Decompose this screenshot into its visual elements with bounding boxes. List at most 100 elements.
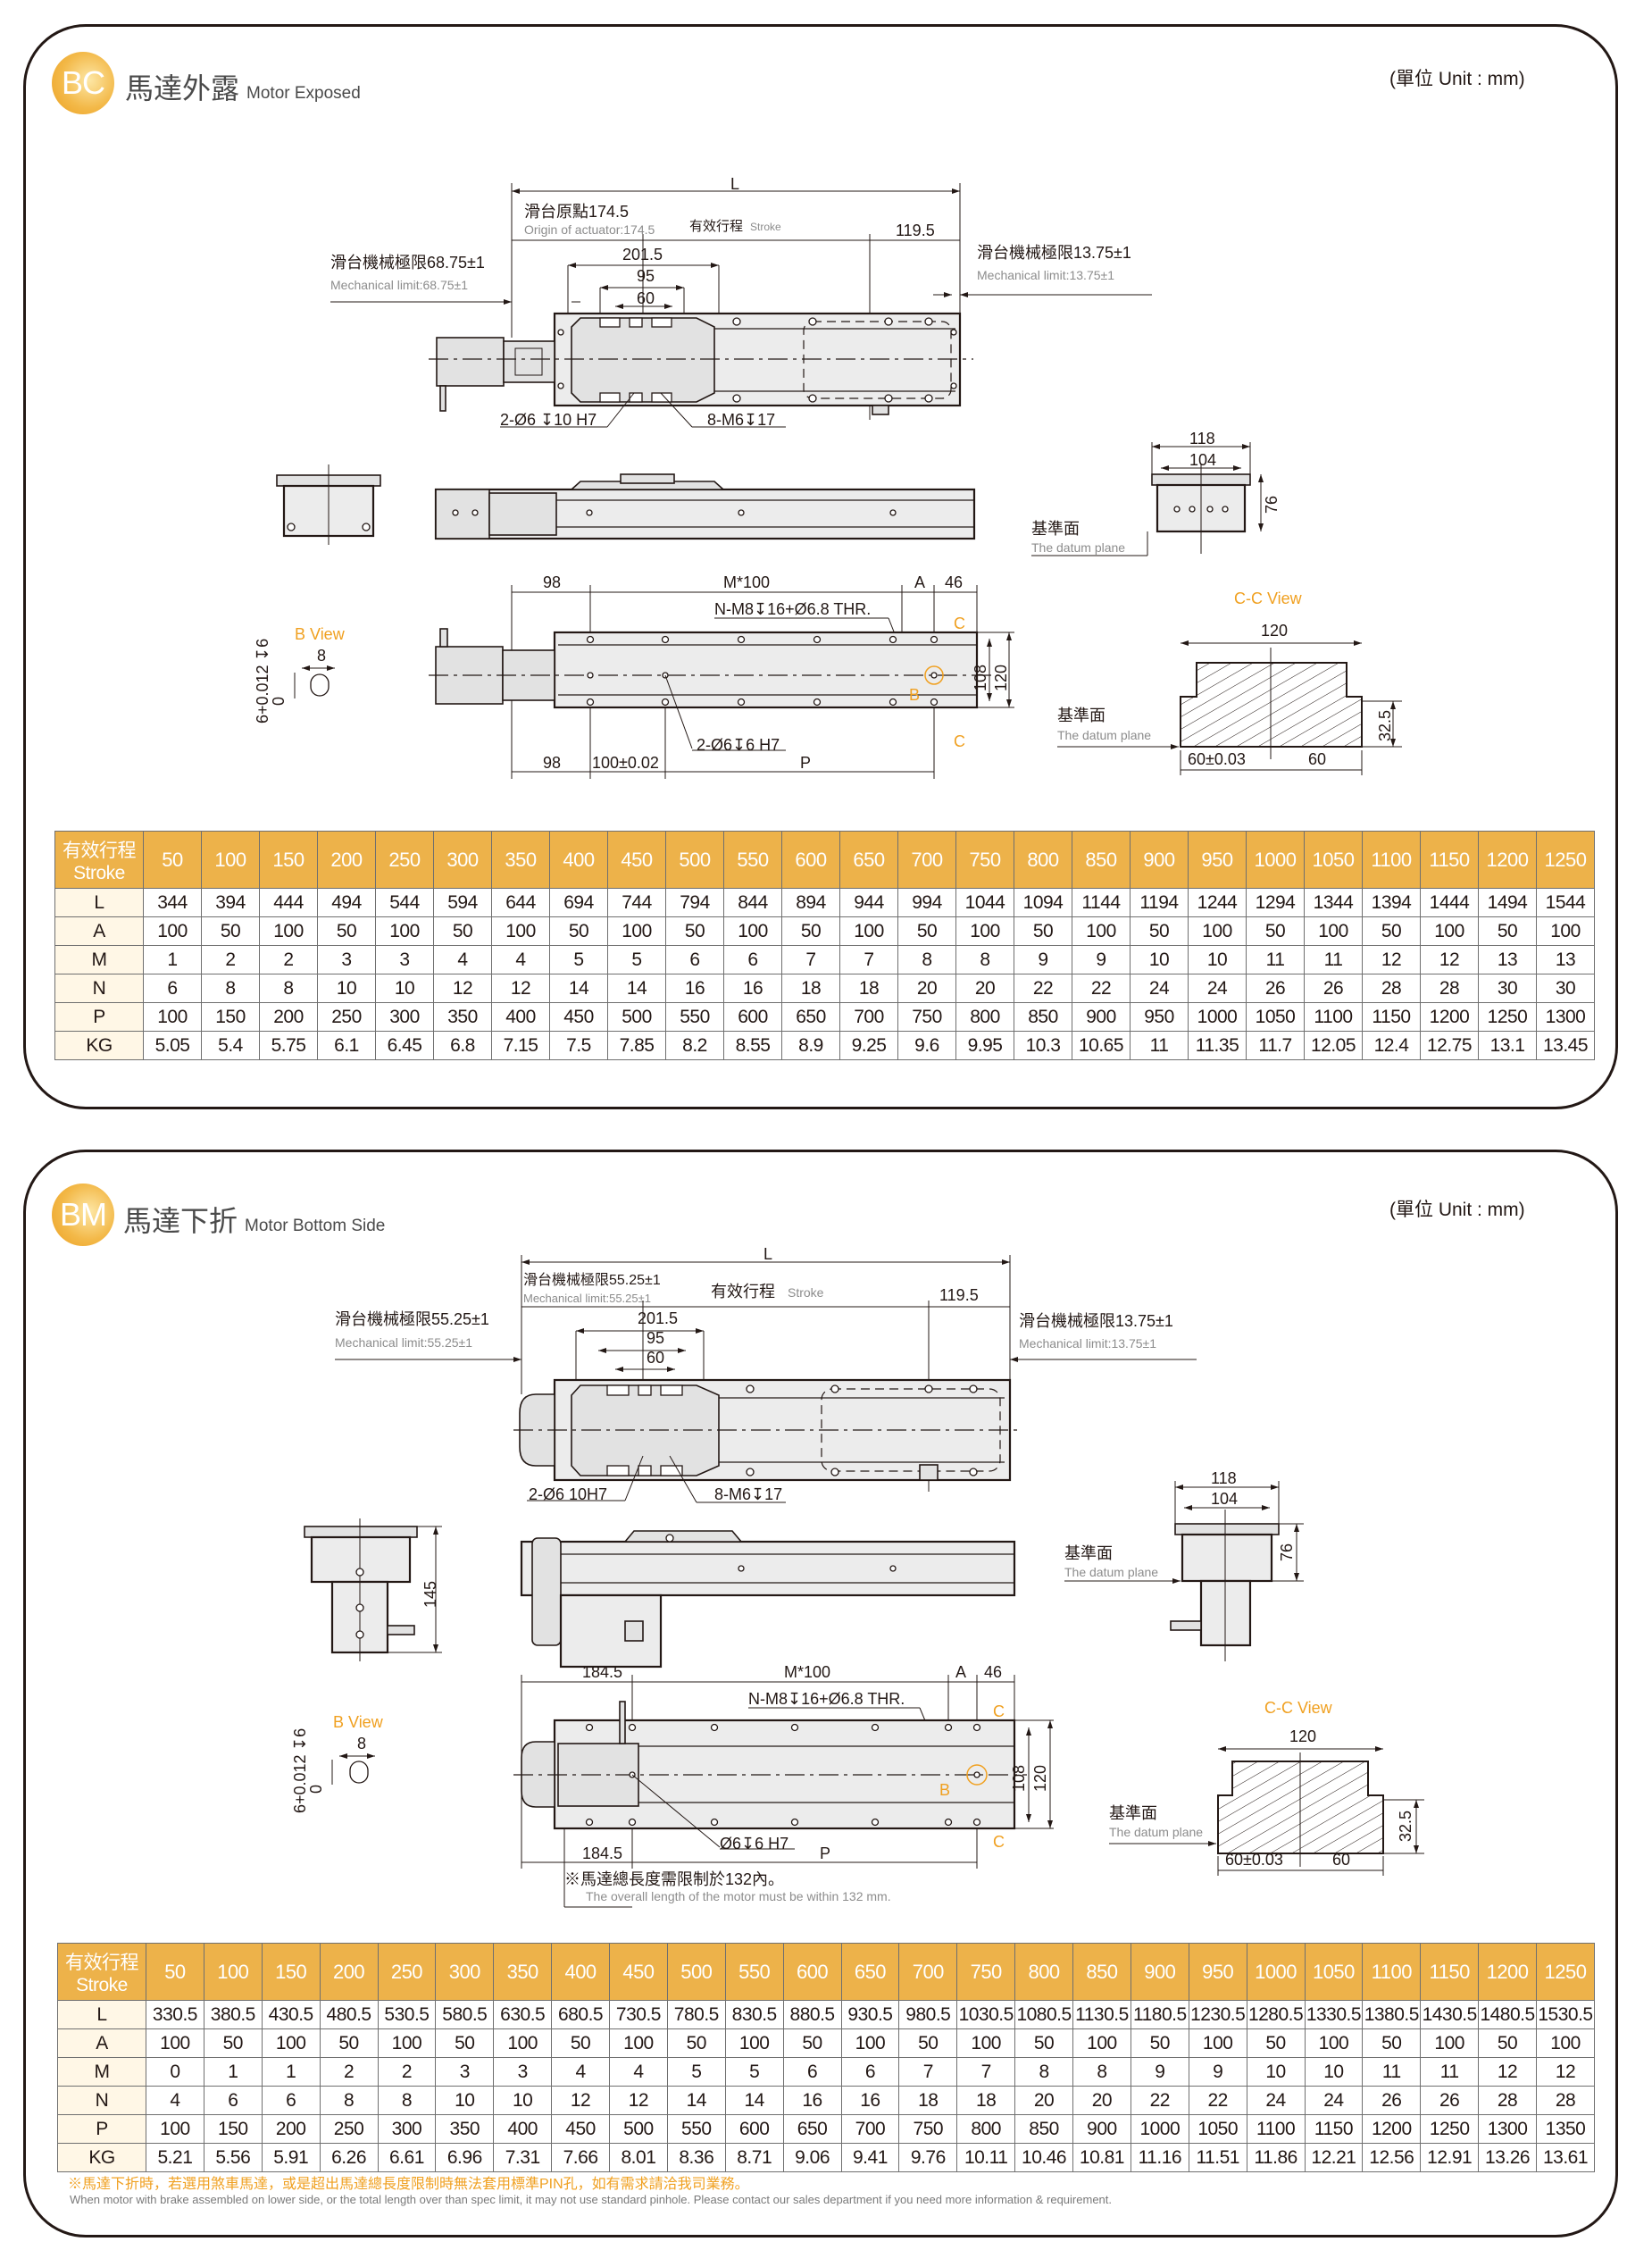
table-cell: 11	[1362, 2057, 1422, 2087]
table-cell: 18	[781, 974, 840, 1003]
table-cell: 100	[839, 916, 898, 946]
stroke-value-header: 300	[435, 1943, 495, 2001]
row-label: M	[54, 945, 144, 974]
top-view: L 滑台機械極限55.25±1 Mechanical limit:55.25±1…	[335, 1245, 1197, 1503]
table-cell: 8	[259, 974, 318, 1003]
dim-104: 104	[1211, 1490, 1238, 1508]
table-cell: 1150	[1362, 1002, 1421, 1032]
table-cell: 330.5	[146, 2000, 204, 2029]
table-cell: 200	[259, 1002, 318, 1032]
cc-dim-60: 60	[1332, 1851, 1350, 1869]
table-cell: 600	[723, 1002, 782, 1032]
table-cell: 22	[1188, 2086, 1247, 2115]
table-cell: 50	[1478, 916, 1537, 946]
dim-201-5: 201.5	[638, 1309, 678, 1327]
row-label: P	[57, 2114, 146, 2144]
row-label: N	[57, 2086, 146, 2115]
stroke-header-en: Stroke	[73, 862, 125, 883]
table-cell: 350	[435, 2114, 495, 2144]
table-cell: 50	[666, 2028, 726, 2058]
table-cell: 794	[665, 888, 724, 917]
table-cell: 100	[1420, 2028, 1480, 2058]
table-cell: 100	[143, 916, 202, 946]
table-cell: 50	[782, 2028, 842, 2058]
dim-60: 60	[647, 1349, 664, 1367]
stroke-value-header: 550	[723, 831, 782, 889]
datum-label-en: The datum plane	[1064, 1565, 1158, 1579]
table-cell: 1330.5	[1304, 2000, 1364, 2029]
unit-label: (單位 Unit : mm)	[1389, 69, 1525, 89]
section-badge: BM	[52, 1184, 114, 1246]
table-cell: 100	[1536, 916, 1595, 946]
dim-46: 46	[945, 573, 963, 591]
table-cell: 100	[259, 916, 318, 946]
table-cell: 100	[1536, 2028, 1595, 2058]
table-cell: 50	[898, 2028, 958, 2058]
table-cell: 6.96	[435, 2143, 495, 2172]
table-cell: 26	[1362, 2086, 1422, 2115]
cc-datum-label-en: The datum plane	[1109, 1825, 1203, 1839]
table-cell: 830.5	[724, 2000, 784, 2029]
table-cell: 1444	[1420, 888, 1479, 917]
stroke-value-header: 200	[319, 1943, 379, 2001]
stroke-header-zh: 有效行程	[65, 1952, 139, 1973]
dim-201-5: 201.5	[622, 246, 663, 263]
table-cell: 430.5	[261, 2000, 321, 2029]
dim-95: 95	[637, 267, 655, 285]
stroke-value-header: 800	[1014, 831, 1072, 889]
origin-label: 滑台原點174.5	[524, 203, 629, 221]
table-cell: 50	[1246, 916, 1305, 946]
table-cell: 28	[1536, 2086, 1595, 2115]
left-limit-label-en: Mechanical limit:68.75±1	[330, 278, 468, 292]
b-view-tolerance-low: 0	[270, 697, 288, 706]
table-cell: 12.91	[1420, 2143, 1480, 2172]
stroke-value-header: 700	[897, 831, 956, 889]
dim-A: A	[955, 1663, 966, 1681]
table-cell: 10	[1304, 2057, 1364, 2087]
b-view-depth: ↧6	[291, 1728, 309, 1751]
right-limit-label-en: Mechanical limit:13.75±1	[1019, 1336, 1156, 1351]
table-cell: 150	[203, 2114, 263, 2144]
table-cell: 4	[433, 945, 492, 974]
table-cell: 11.16	[1130, 2143, 1189, 2172]
stroke-value-header: 1150	[1420, 1943, 1480, 2001]
row-label: L	[57, 2000, 146, 2029]
table-cell: 1030.5	[956, 2000, 1016, 2029]
dim-108: 108	[972, 665, 989, 691]
stroke-value-header: 100	[203, 1943, 263, 2001]
b-view-tolerance: 6+0.012	[291, 1754, 309, 1813]
dim-L: L	[763, 1245, 772, 1263]
table-cell: 6.61	[377, 2143, 437, 2172]
table-cell: 26	[1246, 974, 1305, 1003]
table-cell: 480.5	[319, 2000, 379, 2029]
table-cell: 9.06	[782, 2143, 842, 2172]
table-cell: 8.01	[609, 2143, 668, 2172]
table-cell: 9	[1130, 2057, 1189, 2087]
table-cell: 394	[201, 888, 260, 917]
stroke-value-header: 750	[956, 1943, 1016, 2001]
table-cell: 1	[261, 2057, 321, 2087]
table-cell: 8.36	[666, 2143, 726, 2172]
title-en: Motor Bottom Side	[245, 1217, 386, 1235]
dim-m100: M*100	[784, 1663, 830, 1681]
footnote-zh: ※馬達下折時，若選用煞車馬達，或是超出馬達總長度限制時無法套用標準PIN孔，如有…	[68, 2177, 749, 2192]
stroke-value-header: 1100	[1362, 1943, 1422, 2001]
table-cell: 9.95	[955, 1031, 1014, 1060]
table-cell: 12.4	[1362, 1031, 1421, 1060]
table-cell: 26	[1420, 2086, 1480, 2115]
stroke-value-header: 750	[955, 831, 1014, 889]
table-cell: 1200	[1362, 2114, 1422, 2144]
table-cell: 50	[435, 2028, 495, 2058]
stroke-value-header: 250	[377, 1943, 437, 2001]
table-cell: 1300	[1536, 1002, 1595, 1032]
table-cell: 50	[1130, 2028, 1189, 2058]
dim-184-5-top: 184.5	[582, 1663, 622, 1681]
table-cell: 900	[1072, 1002, 1131, 1032]
table-cell: 1250	[1420, 2114, 1480, 2144]
table-cell: 4	[609, 2057, 668, 2087]
